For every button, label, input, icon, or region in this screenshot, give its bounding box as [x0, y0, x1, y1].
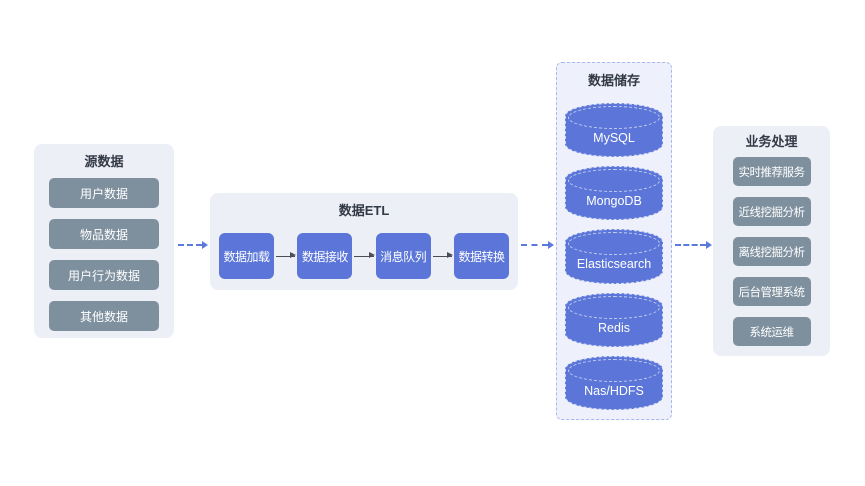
business-node-system-ops: 系统运维: [732, 317, 811, 346]
business-node-admin-management-system: 后台管理系统: [732, 277, 811, 306]
source-node-user-behavior-data: 用户行为数据: [49, 260, 159, 290]
etl-panel: 数据ETL 数据加载 数据接收 消息队列 数据转换: [210, 193, 518, 290]
etl-pipeline-row: 数据加载 数据接收 消息队列 数据转换: [219, 233, 509, 279]
storage-panel-title: 数据储存: [587, 73, 640, 88]
business-panel-title: 业务处理: [745, 134, 798, 149]
source-panel-title: 源数据: [84, 154, 124, 169]
business-node-offline-mining-analysis: 离线挖掘分析: [732, 237, 811, 266]
source-node-item-data: 物品数据: [49, 219, 159, 249]
etl-arrow-2: [354, 252, 376, 258]
storage-label-elasticsearch: Elasticsearch: [576, 257, 652, 272]
storage-panel: 数据储存 MySQL MongoDB Elasticsearch Redis N…: [556, 62, 672, 420]
etl-node-data-load: 数据加载: [219, 233, 274, 279]
flow-arrow-source-to-etl: [178, 241, 208, 249]
source-node-user-data: 用户数据: [49, 178, 159, 208]
storage-label-mysql: MySQL: [593, 131, 635, 145]
etl-arrow-1: [276, 252, 297, 258]
storage-cylinder-elasticsearch: Elasticsearch: [565, 229, 663, 284]
business-node-realtime-recommend-service: 实时推荐服务: [732, 157, 811, 186]
business-panel: 业务处理 实时推荐服务 近线挖掘分析 离线挖掘分析 后台管理系统 系统运维: [713, 126, 830, 356]
flow-arrow-storage-to-business: [675, 241, 712, 249]
storage-label-mongodb: MongoDB: [586, 194, 642, 209]
source-data-panel: 源数据 用户数据 物品数据 用户行为数据 其他数据: [34, 144, 174, 338]
storage-cylinder-nas-hdfs: Nas/HDFS: [565, 355, 663, 411]
storage-label-redis: Redis: [598, 320, 630, 335]
storage-cylinder-redis: Redis: [565, 292, 663, 347]
etl-node-data-transform: 数据转换: [453, 233, 509, 279]
storage-label-nas-hdfs: Nas/HDFS: [584, 383, 644, 398]
source-node-other-data: 其他数据: [49, 301, 159, 331]
business-node-nearline-mining-analysis: 近线挖掘分析: [732, 197, 811, 226]
etl-node-message-queue: 消息队列: [375, 233, 431, 279]
storage-cylinder-mysql: MySQL: [565, 103, 663, 158]
etl-panel-title: 数据ETL: [338, 203, 390, 218]
etl-node-data-receive: 数据接收: [297, 233, 353, 279]
flow-arrow-etl-to-storage: [521, 241, 554, 249]
storage-cylinder-mongodb: MongoDB: [565, 166, 663, 221]
etl-arrow-3: [432, 252, 454, 258]
